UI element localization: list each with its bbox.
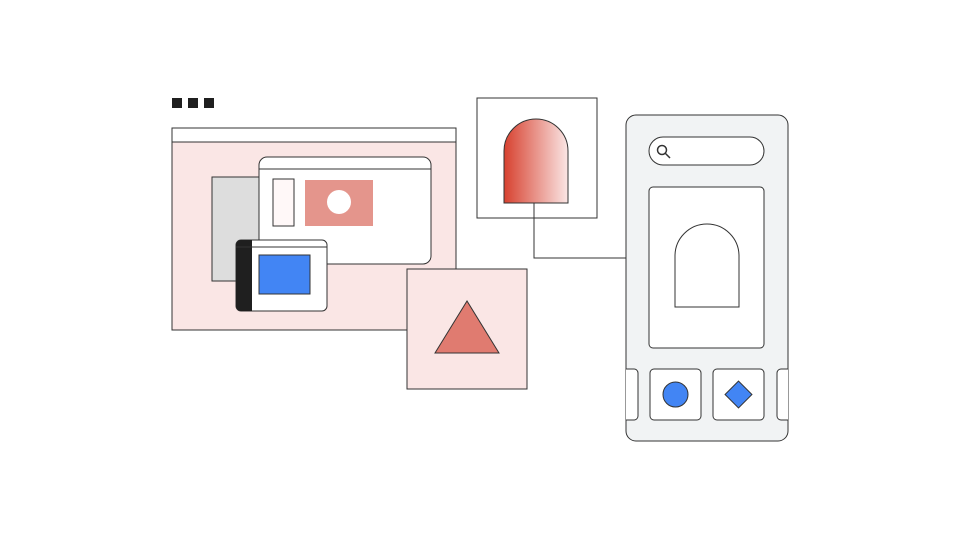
arch-card: [476, 97, 598, 219]
triangle-card: [406, 268, 528, 390]
small-window: [235, 239, 328, 312]
diamond-shape-icon: [724, 380, 753, 409]
search-bar[interactable]: [648, 136, 765, 166]
phone: [625, 114, 789, 442]
side-tile-right: [776, 368, 788, 421]
circle-tile[interactable]: [649, 368, 702, 421]
inner-window: [258, 156, 432, 265]
blue-image: [258, 254, 311, 295]
side-tile-left: [626, 368, 639, 421]
three-squares-icon: [172, 98, 214, 108]
diamond-tile[interactable]: [712, 368, 765, 421]
search-icon: [656, 144, 671, 159]
circle-shape-icon: [327, 190, 351, 214]
thumbnail-outline: [272, 178, 295, 227]
arch-outline-icon: [674, 223, 740, 308]
circle-shape-icon: [662, 381, 689, 408]
arch-shape-icon: [503, 118, 569, 204]
triangle-shape-icon: [434, 300, 500, 354]
